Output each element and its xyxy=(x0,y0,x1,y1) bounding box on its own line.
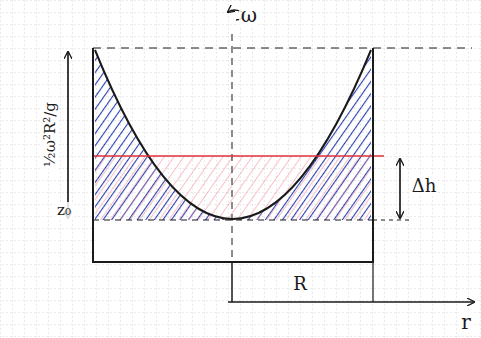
height-dimension xyxy=(67,52,68,218)
radius-tick xyxy=(372,262,373,302)
paraboloid-surface xyxy=(95,50,371,219)
rest-level-line xyxy=(93,155,384,157)
fluid-hatch xyxy=(95,50,371,220)
bottom-fluid xyxy=(95,221,371,261)
container xyxy=(93,48,373,262)
height-formula: ½ω²R²/g xyxy=(42,100,59,169)
z0-dashed-line xyxy=(373,219,410,220)
height-dimension xyxy=(67,52,68,218)
dh-label: Δh xyxy=(410,176,439,196)
omega-label: ω xyxy=(239,4,259,26)
z0-label: z₀ xyxy=(55,202,73,219)
r-axis-label: r xyxy=(459,311,473,333)
axis-line xyxy=(231,262,233,302)
top-dashed-line xyxy=(93,47,472,48)
rest-level-hatch xyxy=(95,156,371,220)
radius-label: R xyxy=(291,274,309,294)
dh-dimension xyxy=(399,159,400,218)
r-axis xyxy=(228,301,474,303)
rotation-axis xyxy=(232,34,233,262)
dh-dimension xyxy=(399,159,400,218)
